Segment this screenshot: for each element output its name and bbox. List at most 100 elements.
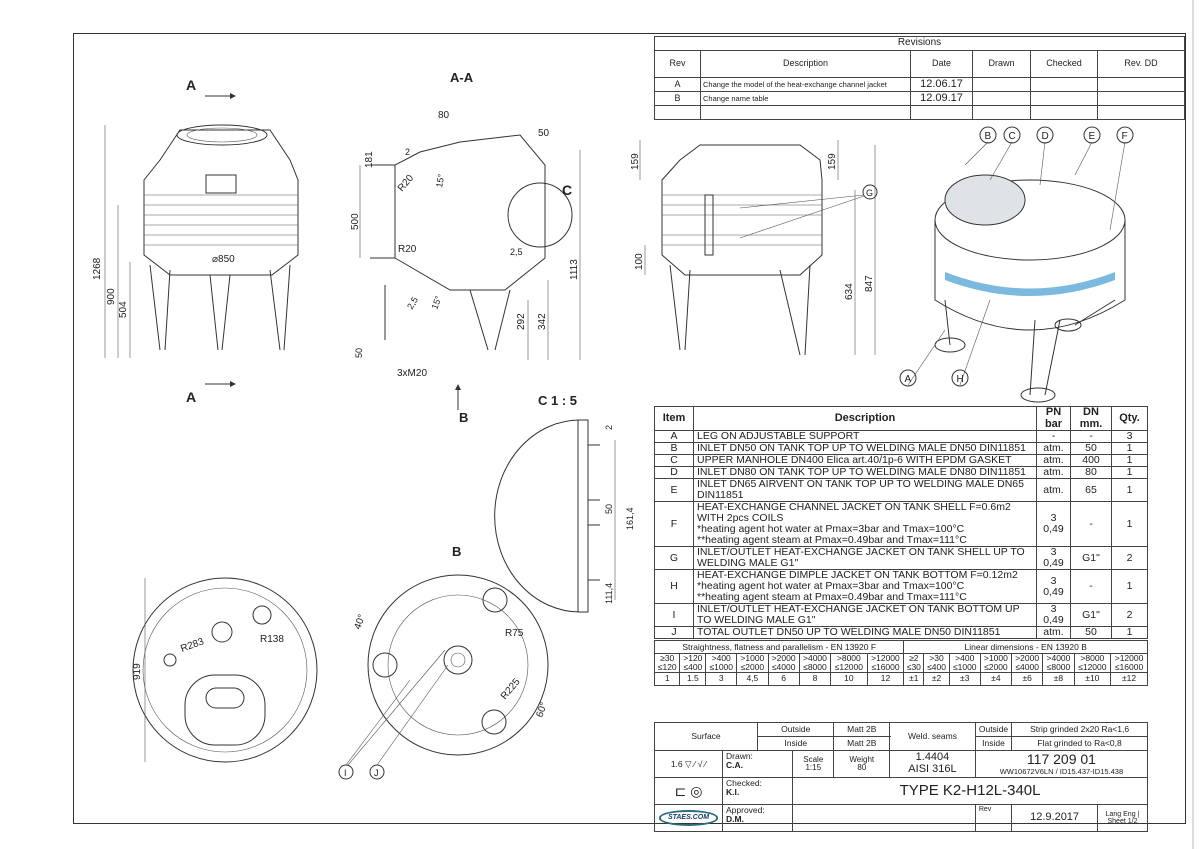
part-item: E bbox=[654, 478, 694, 503]
linear-tolerance-value: ±4 bbox=[979, 671, 1013, 686]
part-qty: 1 bbox=[1111, 478, 1148, 503]
part-item: B bbox=[654, 442, 694, 456]
dim-2: 2 bbox=[405, 147, 410, 157]
drawing-reference: WW10672V6LN / ID15.437-ID15.438 bbox=[999, 766, 1124, 776]
straightness-range-max: ≤400 bbox=[683, 661, 703, 672]
part-item: F bbox=[654, 501, 694, 548]
detail-c-title: C 1 : 5 bbox=[538, 393, 577, 408]
linear-range-max: ≤12000 bbox=[1078, 661, 1107, 672]
scale-value: 1:15 bbox=[805, 763, 822, 772]
dim-50: 50 bbox=[604, 504, 614, 514]
linear-range-max: ≤2000 bbox=[984, 661, 1008, 672]
part-qty: 1 bbox=[1111, 454, 1148, 468]
straightness-range-min: >120 bbox=[683, 653, 703, 663]
part-item: J bbox=[654, 626, 694, 640]
part-description: INLET DN65 AIRVENT ON TANK TOP UP TO WEL… bbox=[697, 478, 1024, 502]
part-dn: 50 bbox=[1070, 626, 1112, 640]
linear-range-min: >30 bbox=[929, 653, 944, 663]
dim-15deg-bottom: 15° bbox=[429, 294, 443, 311]
logo-text: STAES.COM bbox=[658, 810, 719, 826]
callout-circle bbox=[951, 369, 969, 387]
part-pn: 3 bbox=[1050, 512, 1057, 525]
part-pn: atm. bbox=[1043, 466, 1064, 479]
part-pn-steam: 0,49 bbox=[1043, 523, 1064, 536]
dim-181: 181 bbox=[364, 151, 375, 168]
callout-circle bbox=[979, 126, 997, 144]
dim-r75: R75 bbox=[505, 628, 524, 639]
straightness-range-min: >1000 bbox=[740, 653, 765, 663]
detail-c-view: C 1 : 5 2 50 161,4 111,4 bbox=[494, 393, 635, 613]
linear-range-min: >1000 bbox=[983, 653, 1008, 663]
callout-g: G bbox=[866, 188, 873, 198]
view-b-title: B bbox=[452, 544, 461, 559]
weight-value: 80 bbox=[857, 763, 867, 772]
linear-tolerance-value: ±1 bbox=[903, 671, 925, 686]
part-pn-steam: 0,49 bbox=[1043, 557, 1064, 570]
part-pn: 3 bbox=[1050, 574, 1057, 587]
part-dn: 80 bbox=[1070, 466, 1112, 480]
straightness-range-min: >2000 bbox=[771, 653, 796, 663]
view-b-mark: B bbox=[459, 410, 468, 425]
straightness-range-min: >4000 bbox=[803, 653, 827, 663]
linear-tolerance-value: ±6 bbox=[1011, 671, 1044, 686]
dim-15deg-top: 15° bbox=[434, 173, 446, 189]
section-a-a-view: A-A 80 181 2 R20 15° 500 R20 2,5 2,5 15°… bbox=[350, 70, 581, 425]
part-dn: - bbox=[1070, 430, 1112, 444]
dim-919: 919 bbox=[132, 663, 143, 680]
part-dn: 50 bbox=[1070, 442, 1112, 456]
side-view: 159 159 100 634 847 G bbox=[630, 140, 878, 356]
part-qty: 1 bbox=[1111, 501, 1148, 548]
callout-leader bbox=[959, 299, 991, 386]
dim-60deg: 60° bbox=[534, 701, 550, 719]
callout-leader bbox=[1039, 141, 1046, 186]
drawn-by: C.A. bbox=[726, 759, 743, 770]
part-dn: G1" bbox=[1070, 603, 1112, 628]
part-item: H bbox=[654, 569, 694, 605]
linear-range-min: >2000 bbox=[1015, 653, 1040, 663]
col-description: Description bbox=[700, 50, 911, 78]
straightness-range-max: ≤1000 bbox=[709, 661, 734, 672]
part-item: I bbox=[654, 603, 694, 628]
part-note: *heating agent hot water at Pmax=3bar an… bbox=[697, 523, 965, 536]
callout-a: A bbox=[905, 374, 912, 385]
straightness-range-min: >400 bbox=[711, 653, 731, 663]
section-mark-bottom: A bbox=[186, 389, 196, 405]
rev-date: 12.06.17 bbox=[910, 77, 973, 92]
linear-range-max: ≤8000 bbox=[1046, 661, 1071, 672]
straightness-tolerance-value: 1 bbox=[653, 671, 681, 686]
dim-r20-top: R20 bbox=[396, 172, 417, 193]
linear-range-max: ≤400 bbox=[927, 661, 946, 672]
linear-title: Linear dimensions - EN 13920 B bbox=[903, 640, 1148, 654]
linear-range-max: ≤1000 bbox=[952, 661, 977, 672]
sheet-value: 1/2 bbox=[1127, 818, 1138, 825]
scan-edge bbox=[1192, 0, 1194, 849]
dim-r225: R225 bbox=[499, 676, 523, 702]
col-dn-unit: mm. bbox=[1079, 417, 1103, 430]
surface-outside-label: Outside bbox=[757, 722, 835, 737]
surface-inside-value: Matt 2B bbox=[833, 736, 891, 751]
surface-inside-label: Inside bbox=[757, 736, 835, 751]
drawing-number: 117 209 01 bbox=[1026, 751, 1096, 768]
callout-circle bbox=[1003, 126, 1021, 144]
bottom-view: 919 R283 R138 bbox=[132, 577, 318, 763]
linear-tolerance-value: ±2 bbox=[923, 671, 950, 686]
approved-by: D.M. bbox=[726, 813, 744, 824]
col-qty: Qty. bbox=[1111, 405, 1148, 432]
part-description: TOTAL OUTLET DN50 UP TO WELDING MALE DN5… bbox=[697, 626, 1001, 639]
dim-161-4: 161,4 bbox=[625, 507, 635, 530]
linear-tolerance-value: ±8 bbox=[1042, 671, 1075, 686]
part-pn: atm. bbox=[1043, 483, 1064, 496]
dim-40deg: 40° bbox=[352, 613, 368, 631]
weld-inside-value: Flat grinded to Ra<0,8 bbox=[1011, 736, 1148, 751]
weight-label: Weight bbox=[849, 754, 875, 764]
rev-date: 12.09.17 bbox=[910, 91, 973, 106]
detail-c-mark: C bbox=[562, 182, 572, 198]
